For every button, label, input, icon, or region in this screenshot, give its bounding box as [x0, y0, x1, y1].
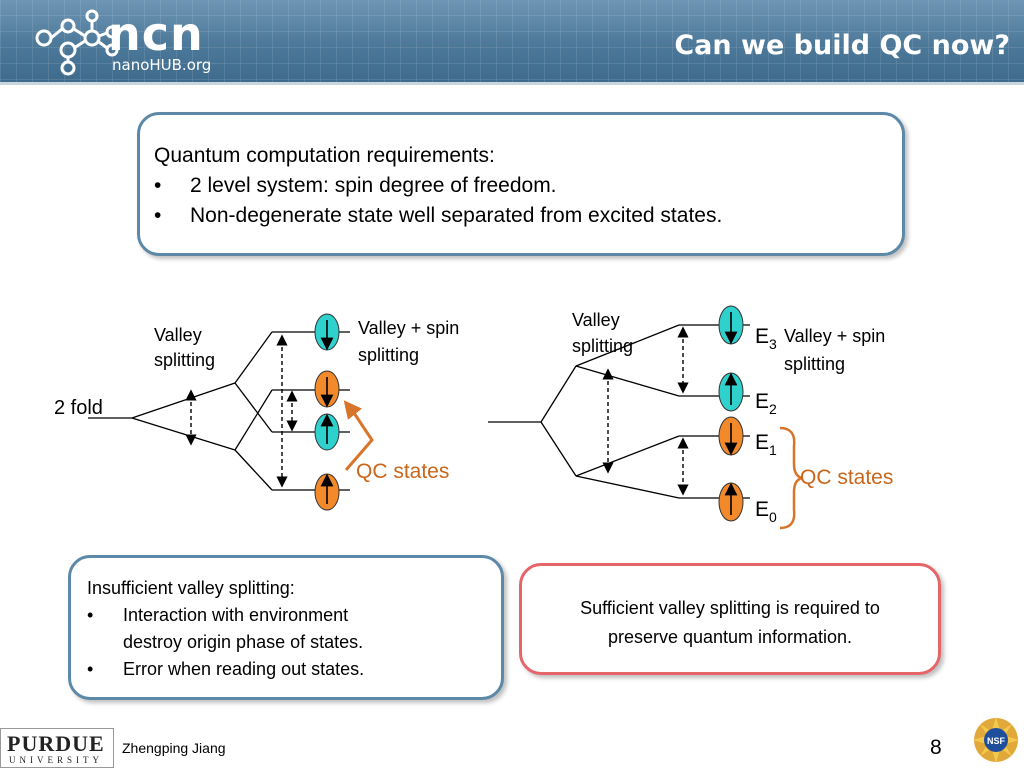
right-valley-label: Valley	[572, 310, 620, 330]
insufficient-bullet: • Error when reading out states.	[87, 656, 487, 683]
sufficient-splitting-box: Sufficient valley splitting is required …	[519, 563, 941, 675]
energy-level-e1: E1	[755, 431, 777, 458]
header-banner: ncn nanoHUB.org Can we build QC now?	[0, 0, 1024, 85]
right-spin-states	[718, 305, 744, 522]
sufficient-text-line: Sufficient valley splitting is required …	[580, 598, 880, 618]
header-grid-pattern	[0, 0, 1024, 82]
left-valley-label: splitting	[154, 350, 215, 370]
requirements-bullet-text: 2 level system: spin degree of freedom.	[190, 174, 557, 197]
qc-states-brace	[779, 426, 803, 530]
right-qc-states-label: QC states	[800, 466, 893, 489]
left-spin-states	[314, 313, 340, 511]
insufficient-bullet: • Interaction with environment destroy o…	[87, 602, 487, 656]
slide-number: 8	[930, 736, 942, 759]
bullet-dot: •	[154, 174, 162, 197]
insufficient-bullet-line: Interaction with environment	[123, 605, 349, 625]
nsf-logo-text: NSF	[987, 736, 1006, 746]
bullet-dot: •	[87, 605, 94, 625]
energy-level-e0: E0	[755, 498, 777, 525]
left-level-lines	[88, 331, 350, 491]
purdue-logo-text: PURDUE	[7, 731, 105, 756]
energy-level-e2: E2	[755, 390, 777, 417]
left-spin-label: splitting	[358, 345, 419, 365]
bullet-dot: •	[154, 204, 162, 227]
energy-labels: E3 E2 E1 E0	[755, 325, 777, 525]
requirements-bullet: • Non-degenerate state well separated fr…	[154, 201, 888, 231]
right-splitting-arrows	[602, 326, 689, 496]
requirements-heading: Quantum computation requirements:	[154, 144, 495, 167]
insufficient-splitting-box: Insufficient valley splitting: • Interac…	[68, 555, 504, 700]
right-spin-label: Valley + spin	[784, 326, 885, 346]
nsf-logo-icon: NSF	[973, 717, 1019, 763]
requirements-bullet: • 2 level system: spin degree of freedom…	[154, 171, 888, 201]
purdue-university-text: UNIVERSITY	[9, 755, 103, 765]
slide-title: Can we build QC now?	[674, 30, 1010, 61]
left-spin-label: Valley + spin	[358, 318, 459, 338]
energy-level-e3: E3	[755, 325, 777, 352]
left-valley-label: Valley	[154, 325, 202, 345]
right-spin-label: splitting	[784, 354, 845, 374]
left-qc-states-label: QC states	[356, 460, 449, 483]
sufficient-text-line: preserve quantum information.	[607, 627, 853, 647]
insufficient-bullet-text: Error when reading out states.	[123, 659, 365, 679]
insufficient-bullet-line: destroy origin phase of states.	[123, 632, 364, 652]
left-splitting-arrows	[185, 334, 298, 488]
right-valley-label: splitting	[572, 336, 633, 356]
insufficient-bullet-text: Interaction with environment destroy ori…	[123, 602, 363, 656]
author-name: Zhengping Jiang	[122, 740, 226, 756]
insufficient-heading: Insufficient valley splitting:	[87, 578, 295, 598]
nanohub-molecule-icon	[35, 9, 119, 76]
requirements-bullet-text: Non-degenerate state well separated from…	[190, 204, 723, 227]
ncn-logo-text: ncn	[108, 7, 204, 61]
purdue-logo: PURDUE UNIVERSITY	[0, 728, 114, 768]
requirements-box: Quantum computation requirements: • 2 le…	[137, 112, 905, 256]
nanohub-logo-subtext: nanoHUB.org	[112, 56, 212, 74]
left-qc-indicator	[343, 400, 374, 471]
bullet-dot: •	[87, 659, 94, 679]
two-fold-label: 2 fold	[54, 397, 103, 419]
